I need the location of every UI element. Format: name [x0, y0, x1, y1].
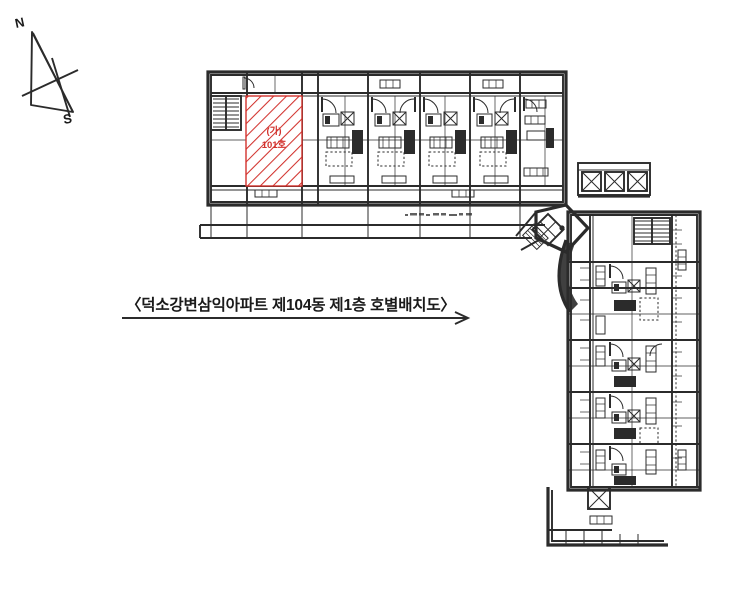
- closet: [595, 449, 606, 471]
- balcony-rail: [677, 249, 687, 271]
- elevator-shaft-bays: [577, 162, 651, 198]
- north-wing-unit-interiors: [321, 79, 554, 184]
- compass-south-label: S: [62, 111, 73, 127]
- door-swing-icon: [609, 343, 624, 358]
- bathroom-fixture: [611, 359, 627, 372]
- furniture-table: [377, 151, 405, 167]
- door-swing-icon: [399, 98, 415, 114]
- door-swing-icon: [423, 98, 439, 114]
- east-wing-unit-interiors: [595, 249, 687, 485]
- kitchen-counter: [645, 345, 657, 373]
- site-boundary-lines: [200, 224, 545, 239]
- furniture-table: [428, 151, 456, 167]
- highlighted-unit-hatch: [245, 95, 303, 187]
- kitchen-counter: [645, 397, 657, 425]
- shaft-x-icon: [581, 171, 602, 192]
- north-wing-bottom-labels: [254, 189, 475, 198]
- door-swing-icon: [609, 447, 624, 462]
- north-south-compass: N S: [14, 14, 79, 127]
- shaft-x-icon: [494, 111, 509, 126]
- entry-label-box: [589, 515, 613, 525]
- door-swing-icon: [523, 98, 538, 113]
- compass-north-label: N: [14, 14, 26, 31]
- kitchen-counter: [378, 136, 402, 149]
- balcony-rail: [677, 449, 687, 471]
- shaft-x-icon: [627, 409, 641, 423]
- shaft-x-icon: [587, 486, 611, 510]
- balcony-rail: [482, 79, 504, 89]
- closet: [595, 397, 606, 419]
- door-swing-icon: [609, 395, 624, 410]
- kitchen-counter: [429, 136, 453, 149]
- bathroom-fixture: [322, 113, 340, 127]
- highlighted-unit-101[interactable]: (가) 101호: [245, 95, 303, 187]
- highlighted-unit-prefix: (가): [266, 125, 281, 137]
- door-swing-icon: [321, 98, 337, 114]
- east-balcony-ticks: [672, 229, 682, 459]
- diagonal-corner-link: [515, 203, 591, 254]
- dimension-note: [405, 213, 472, 216]
- shaft-x-icon: [340, 111, 355, 126]
- balcony-rail: [379, 79, 401, 89]
- shaft-x-icon: [627, 171, 648, 192]
- closet: [595, 345, 606, 367]
- east-wing-outline: [566, 210, 702, 492]
- north-wing-grid: [211, 75, 563, 186]
- door-swing-icon: [473, 98, 489, 114]
- kitchen-counter: [645, 267, 657, 295]
- page-title: 〈덕소강변삼익아파트 제104동 제1층 호별배치도〉: [126, 295, 456, 314]
- kitchen-counter: [526, 130, 546, 141]
- east-stair-core: [633, 217, 671, 245]
- corner-stair-icon: [521, 223, 549, 251]
- east-wing-party-walls: [568, 261, 700, 445]
- south-entry-tail: [546, 486, 700, 547]
- shaft-x-icon: [604, 171, 625, 192]
- bathroom-fixture: [611, 281, 627, 294]
- shaft-x-icon: [627, 279, 641, 293]
- shaft-x-icon: [443, 111, 458, 126]
- shaft-x-icon: [392, 111, 407, 126]
- west-stair-core: [210, 76, 255, 131]
- bathroom-fixture: [374, 113, 391, 127]
- north-wing: (가) 101호: [200, 70, 568, 239]
- bathroom-fixture: [611, 411, 627, 424]
- kitchen-counter: [645, 449, 657, 475]
- bathroom-fixture: [524, 115, 546, 125]
- furniture-table: [639, 297, 659, 321]
- plan-title-group: 〈덕소강변삼익아파트 제104동 제1층 호별배치도〉: [122, 295, 471, 325]
- kitchen-counter: [326, 136, 350, 149]
- west-corridor-ticks: [580, 267, 590, 465]
- highlighted-unit-number: 101호: [262, 140, 287, 151]
- bathroom-fixture: [425, 113, 442, 127]
- north-wing-inner-outline: [210, 74, 564, 203]
- door-swing-icon: [499, 98, 515, 114]
- shaft-x-icon: [627, 357, 641, 371]
- closet: [595, 265, 606, 287]
- furniture-table: [639, 427, 659, 445]
- kitchen-counter: [480, 136, 504, 149]
- bathroom-fixture: [476, 113, 493, 127]
- door-swing-icon: [649, 343, 663, 357]
- door-swing-icon: [609, 265, 624, 280]
- east-wing: [557, 210, 702, 492]
- title-arrow-head: [454, 311, 471, 325]
- door-swing-icon: [371, 98, 387, 114]
- furniture-table: [325, 151, 353, 167]
- furniture-table: [479, 151, 507, 167]
- bathroom-fixture: [611, 463, 627, 476]
